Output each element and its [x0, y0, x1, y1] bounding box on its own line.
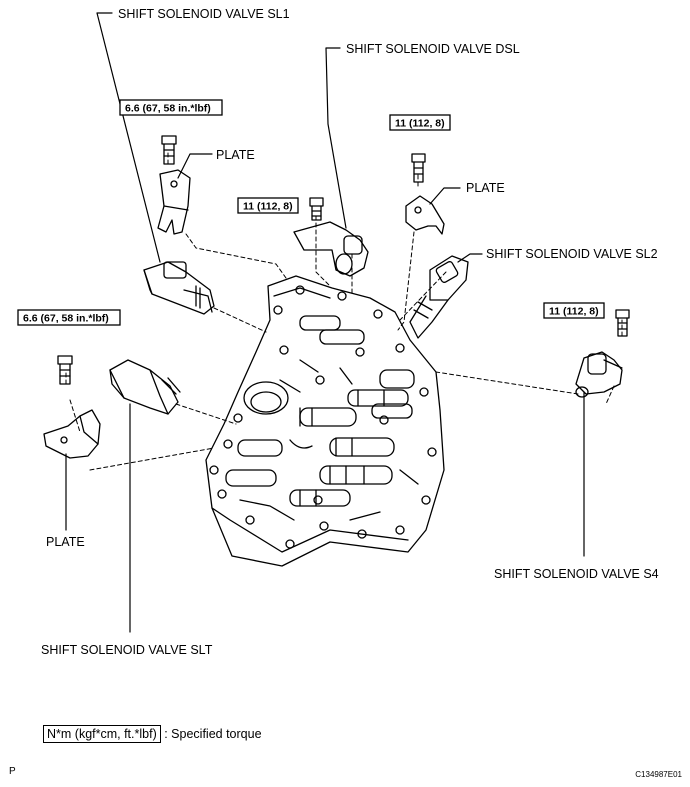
spool-bores [225, 315, 415, 507]
solenoid-sl1 [143, 261, 215, 315]
label-plate-left: PLATE [46, 535, 85, 549]
plate-top [157, 169, 191, 235]
torque-box-plate: 11 (112, 8) [389, 114, 451, 131]
torque-box-s4: 11 (112, 8) [543, 302, 605, 319]
svg-text:6.6 (67, 58 in.*lbf): 6.6 (67, 58 in.*lbf) [23, 313, 109, 325]
page-mark: P [9, 766, 16, 777]
svg-text:11 (112, 8): 11 (112, 8) [243, 201, 293, 213]
label-plate-right: PLATE [466, 181, 505, 195]
bolt-s4 [615, 309, 630, 337]
svg-text:11 (112, 8): 11 (112, 8) [395, 118, 445, 130]
bolt-sl1-plate [161, 135, 177, 165]
torque-legend: N*m (kgf*cm, ft.*lbf) : Specified torque [43, 725, 262, 743]
solenoid-sl2 [409, 255, 469, 339]
solenoid-dsl [293, 221, 369, 277]
torque-box-sl1: 6.6 (67, 58 in.*lbf) [119, 99, 223, 116]
plate-left [43, 409, 101, 459]
plate-right [405, 195, 445, 235]
label-dsl: SHIFT SOLENOID VALVE DSL [346, 42, 520, 56]
legend-unit-box: N*m (kgf*cm, ft.*lbf) [43, 725, 161, 743]
label-slt: SHIFT SOLENOID VALVE SLT [41, 643, 213, 657]
valve-body [205, 275, 445, 567]
label-plate-top: PLATE [216, 148, 255, 162]
svg-text:6.6 (67, 58 in.*lbf): 6.6 (67, 58 in.*lbf) [125, 103, 211, 115]
solenoid-slt [109, 359, 181, 415]
label-s4: SHIFT SOLENOID VALVE S4 [494, 567, 659, 581]
torque-box-left: 6.6 (67, 58 in.*lbf) [17, 309, 121, 326]
leader-lines [65, 12, 585, 633]
legend-text: : Specified torque [164, 727, 262, 741]
svg-text:11 (112, 8): 11 (112, 8) [549, 306, 599, 318]
torque-box-dsl: 11 (112, 8) [237, 197, 299, 214]
figure-code: C134987E01 [635, 770, 682, 779]
bolt-dsl [309, 197, 324, 221]
label-sl1: SHIFT SOLENOID VALVE SL1 [118, 7, 290, 21]
bolt-plate-right [411, 153, 426, 183]
bolt-left-plate [57, 355, 73, 385]
label-sl2: SHIFT SOLENOID VALVE SL2 [486, 247, 658, 261]
solenoid-s4 [575, 351, 623, 398]
alignment-lines [65, 149, 623, 471]
